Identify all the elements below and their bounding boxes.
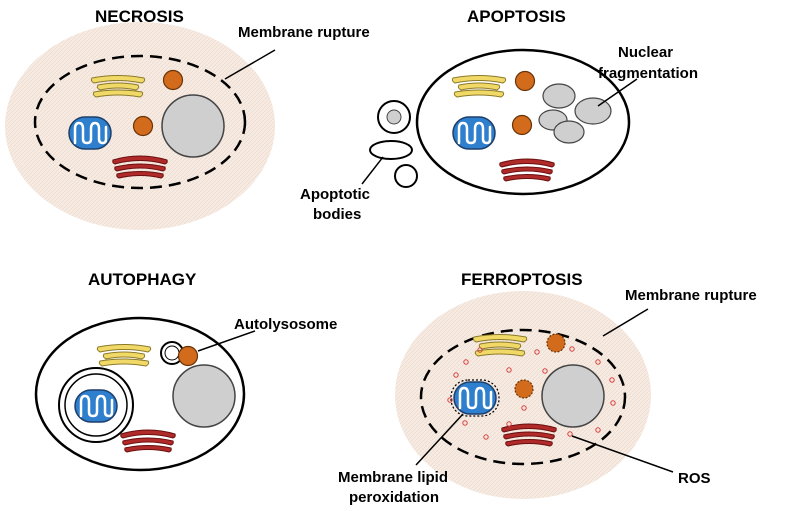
mitochondrion-icon [452, 380, 498, 416]
mitochondrion-icon [67, 115, 113, 151]
golgi-icon [472, 334, 528, 357]
ros-particle [542, 368, 548, 374]
label-membrane-lipid: Membrane lipid [338, 469, 448, 486]
leader-line [361, 156, 384, 185]
nucleus [172, 364, 236, 428]
endoplasmic-reticulum-icon [120, 429, 176, 453]
ros-particle [567, 431, 573, 437]
ros-particle [483, 434, 489, 440]
label-membrane-rupture: Membrane rupture [238, 24, 370, 41]
label-autolysosome: Autolysosome [234, 316, 337, 333]
ros-particle [595, 427, 601, 433]
ros-particle [609, 377, 615, 383]
ros-particle [595, 359, 601, 365]
ros-particle [447, 397, 453, 403]
golgi-icon [90, 75, 146, 98]
title-apoptosis: APOPTOSIS [467, 7, 566, 26]
ros-particle [506, 367, 512, 373]
leader-line [597, 78, 638, 107]
label-membrane-rupture: Membrane rupture [625, 287, 757, 304]
apoptotic-body [394, 164, 418, 188]
mitochondrion-icon [73, 388, 119, 424]
nuclear-fragment [574, 97, 612, 125]
panel-apoptosis: APOPTOSIS Nuclear fragmentation Apoptoti… [300, 7, 698, 223]
label-apoptotic: Apoptotic [300, 186, 370, 203]
ros-particle [477, 347, 483, 353]
label-fragmentation: fragmentation [598, 65, 698, 82]
ros-particle [534, 349, 540, 355]
ruptured-membrane [419, 328, 627, 466]
endoplasmic-reticulum-icon [499, 158, 555, 182]
apoptotic-body [369, 140, 413, 160]
ros-particle [521, 405, 527, 411]
endoplasmic-reticulum-icon [112, 155, 168, 179]
apoptotic-bodies [369, 100, 418, 188]
golgi-icon [451, 75, 507, 98]
lysosome-icon [162, 69, 184, 91]
ros-particle [453, 372, 459, 378]
label-peroxidation: peroxidation [349, 489, 439, 506]
nuclear-fragment [542, 83, 576, 109]
ros-particle [506, 421, 512, 427]
leader-line [415, 413, 464, 466]
title-necrosis: NECROSIS [95, 7, 184, 26]
leader-line [571, 435, 674, 473]
nucleus [541, 364, 605, 428]
lysosome-icon [132, 115, 154, 137]
label-ros: ROS [678, 470, 711, 487]
title-ferroptosis: FERROPTOSIS [461, 270, 583, 289]
nuclear-fragment [553, 120, 585, 144]
ros-particle [462, 420, 468, 426]
leader-line [224, 49, 276, 80]
lysosome-icon [177, 345, 199, 367]
endoplasmic-reticulum-icon [501, 423, 557, 447]
ros-particle [569, 346, 575, 352]
lysosome-icon [514, 70, 536, 92]
nuclear-fragment [386, 109, 402, 125]
title-autophagy: AUTOPHAGY [88, 270, 197, 289]
ros-particle [463, 359, 469, 365]
label-nuclear: Nuclear [618, 44, 673, 61]
leader-line [197, 330, 256, 352]
leader-line [602, 308, 649, 337]
panel-autophagy: AUTOPHAGY Autolysosome [34, 270, 337, 472]
mitochondrion-icon [451, 115, 497, 151]
ruptured-membrane [33, 54, 247, 190]
peroxidized-membrane-outline [450, 379, 500, 417]
label-bodies: bodies [313, 206, 361, 223]
golgi-icon [96, 344, 152, 367]
lysosome-icon [546, 333, 566, 353]
ros-particles [447, 346, 616, 440]
ros-particle [610, 400, 616, 406]
nucleus [161, 94, 225, 158]
lysosome-icon [511, 114, 533, 136]
panel-necrosis: NECROSIS Membrane rupture [5, 7, 370, 230]
panel-ferroptosis: FERROPTOSIS Mem [338, 270, 757, 506]
lysosome-icon [514, 379, 534, 399]
